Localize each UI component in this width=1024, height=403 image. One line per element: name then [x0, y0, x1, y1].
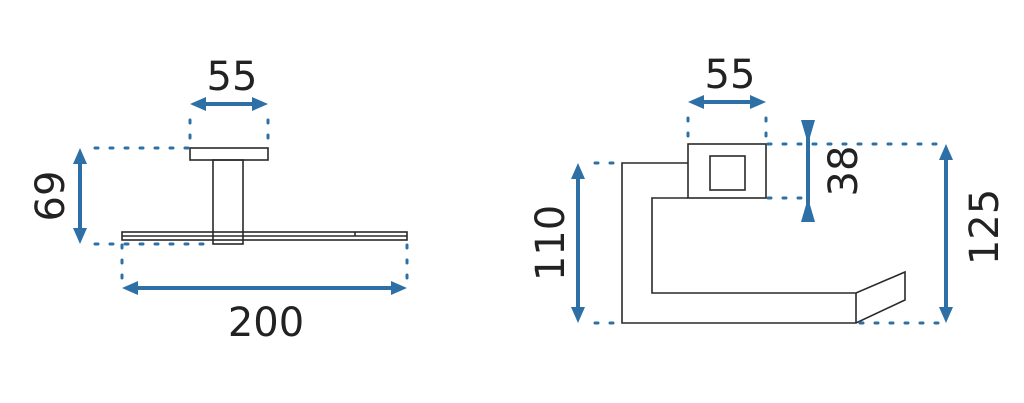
- dimension-front-inner-height: 110: [528, 163, 585, 323]
- dimension-label-side-height: 69: [28, 171, 74, 222]
- dimension-side-length: 200: [122, 281, 407, 346]
- arrow-head-down: [73, 228, 87, 244]
- front-mount-block: [709, 155, 746, 191]
- arrow-head-up: [801, 120, 815, 144]
- dimension-label-front-width: 55: [705, 52, 756, 98]
- front-view-outline: [621, 143, 906, 324]
- dimension-front-total-height: 125: [939, 144, 1008, 323]
- side-mount-plate: [189, 147, 269, 161]
- arrow-head-down: [571, 307, 585, 323]
- dimension-label-front-total-height: 125: [962, 189, 1008, 265]
- dimension-label-front-inner-height: 110: [528, 205, 574, 281]
- front-mount-plate: [687, 143, 767, 199]
- side-view: 55 69 200: [28, 54, 409, 346]
- side-view-outline: [121, 147, 408, 245]
- dimension-label-side-width: 55: [207, 54, 258, 100]
- arrow-head-down: [939, 307, 953, 323]
- arrow-head-right: [750, 95, 766, 109]
- dimension-front-width: 55: [688, 52, 766, 109]
- side-view-extension-lines: [93, 118, 409, 284]
- dimension-label-side-length: 200: [228, 300, 304, 346]
- arrow-head-right: [252, 97, 268, 111]
- front-view: 55 38 110 125: [528, 52, 1008, 325]
- dimension-side-width: 55: [190, 54, 268, 111]
- arrow-head-up: [571, 163, 585, 179]
- arrow-head-left: [122, 281, 138, 295]
- arrow-head-left: [688, 95, 704, 109]
- arrow-head-up: [939, 144, 953, 160]
- dimension-front-block-height: 38: [801, 120, 867, 222]
- arrow-head-down: [801, 198, 815, 222]
- front-holder-arm: [621, 162, 906, 324]
- front-view-extension-lines: [593, 116, 947, 325]
- arrow-head-left: [190, 97, 206, 111]
- side-stem: [212, 159, 244, 245]
- dimension-side-height: 69: [28, 148, 87, 244]
- arrow-head-right: [391, 281, 407, 295]
- dimension-label-front-block-height: 38: [821, 146, 867, 197]
- arrow-head-up: [73, 148, 87, 164]
